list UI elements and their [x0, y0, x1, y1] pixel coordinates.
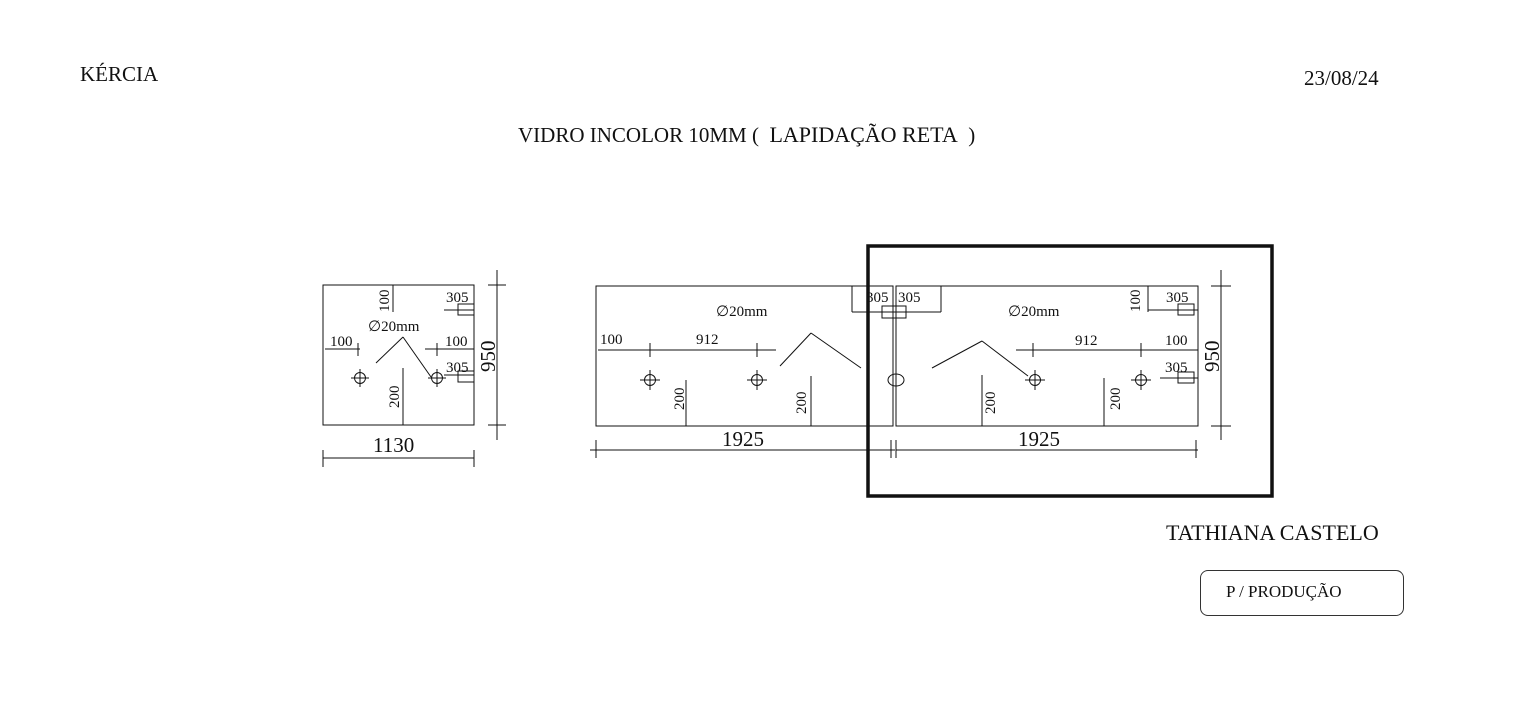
panel-3-height: 950 — [1200, 341, 1224, 373]
panel-3 — [895, 270, 1231, 458]
panel-1-label-top: 100 — [377, 290, 393, 313]
panel-1-label-right: 100 — [445, 334, 468, 350]
finish-label: LAPIDAÇÃO RETA — [769, 122, 958, 147]
panel-1-hole-diameter: ∅20mm — [368, 319, 420, 335]
panel-2-label-bottom-b: 200 — [794, 392, 810, 415]
panel-3-label-right: 100 — [1165, 333, 1188, 349]
highlight-frame — [866, 244, 1274, 498]
panel-1 — [322, 270, 506, 467]
order-date: 23/08/24 — [1304, 66, 1379, 90]
panel-3-label-corner-right: 305 — [1165, 360, 1188, 376]
panel-3-label-span: 912 — [1075, 333, 1098, 349]
panel-3-outline — [895, 285, 1199, 427]
panel-1-label-bottom: 200 — [387, 386, 403, 409]
panel-1-width: 1130 — [373, 433, 414, 457]
material-title: VIDRO INCOLOR 10MM ( LAPIDAÇÃO RETA ) — [518, 122, 976, 147]
panel-1-outline — [322, 284, 475, 426]
production-stamp: P / PRODUÇÃO — [1200, 570, 1404, 616]
panel-1-label-corner-top: 305 — [446, 290, 469, 306]
panel-2-label-corner-top: 305 — [866, 290, 889, 306]
panel-3-width: 1925 — [1018, 427, 1060, 451]
panel-2 — [590, 285, 906, 458]
panel-2-label-left: 100 — [600, 332, 623, 348]
panel-2-width: 1925 — [722, 427, 764, 451]
panel-3-label-bottom-b: 200 — [1108, 388, 1124, 411]
panel-3-label-corner-top-left: 305 — [898, 290, 921, 306]
panel-2-hole-diameter: ∅20mm — [716, 304, 768, 320]
panel-1-label-left: 100 — [330, 334, 353, 350]
panel-1-label-corner-right: 305 — [446, 360, 469, 376]
panel-2-label-span: 912 — [696, 332, 719, 348]
panel-3-label-corner-top: 305 — [1166, 290, 1189, 306]
panel-3-hole-diameter: ∅20mm — [1008, 304, 1060, 320]
panel-1-height: 950 — [476, 341, 500, 373]
panel-3-label-top: 100 — [1128, 290, 1144, 313]
panel-3-label-bottom-a: 200 — [983, 392, 999, 415]
production-stamp-label: P / PRODUÇÃO — [1226, 582, 1342, 601]
panel-2-label-bottom-a: 200 — [672, 388, 688, 411]
signature-name: TATHIANA CASTELO — [1166, 520, 1379, 545]
material-label: VIDRO INCOLOR 10MM — [518, 123, 747, 147]
client-name: KÉRCIA — [80, 62, 159, 86]
